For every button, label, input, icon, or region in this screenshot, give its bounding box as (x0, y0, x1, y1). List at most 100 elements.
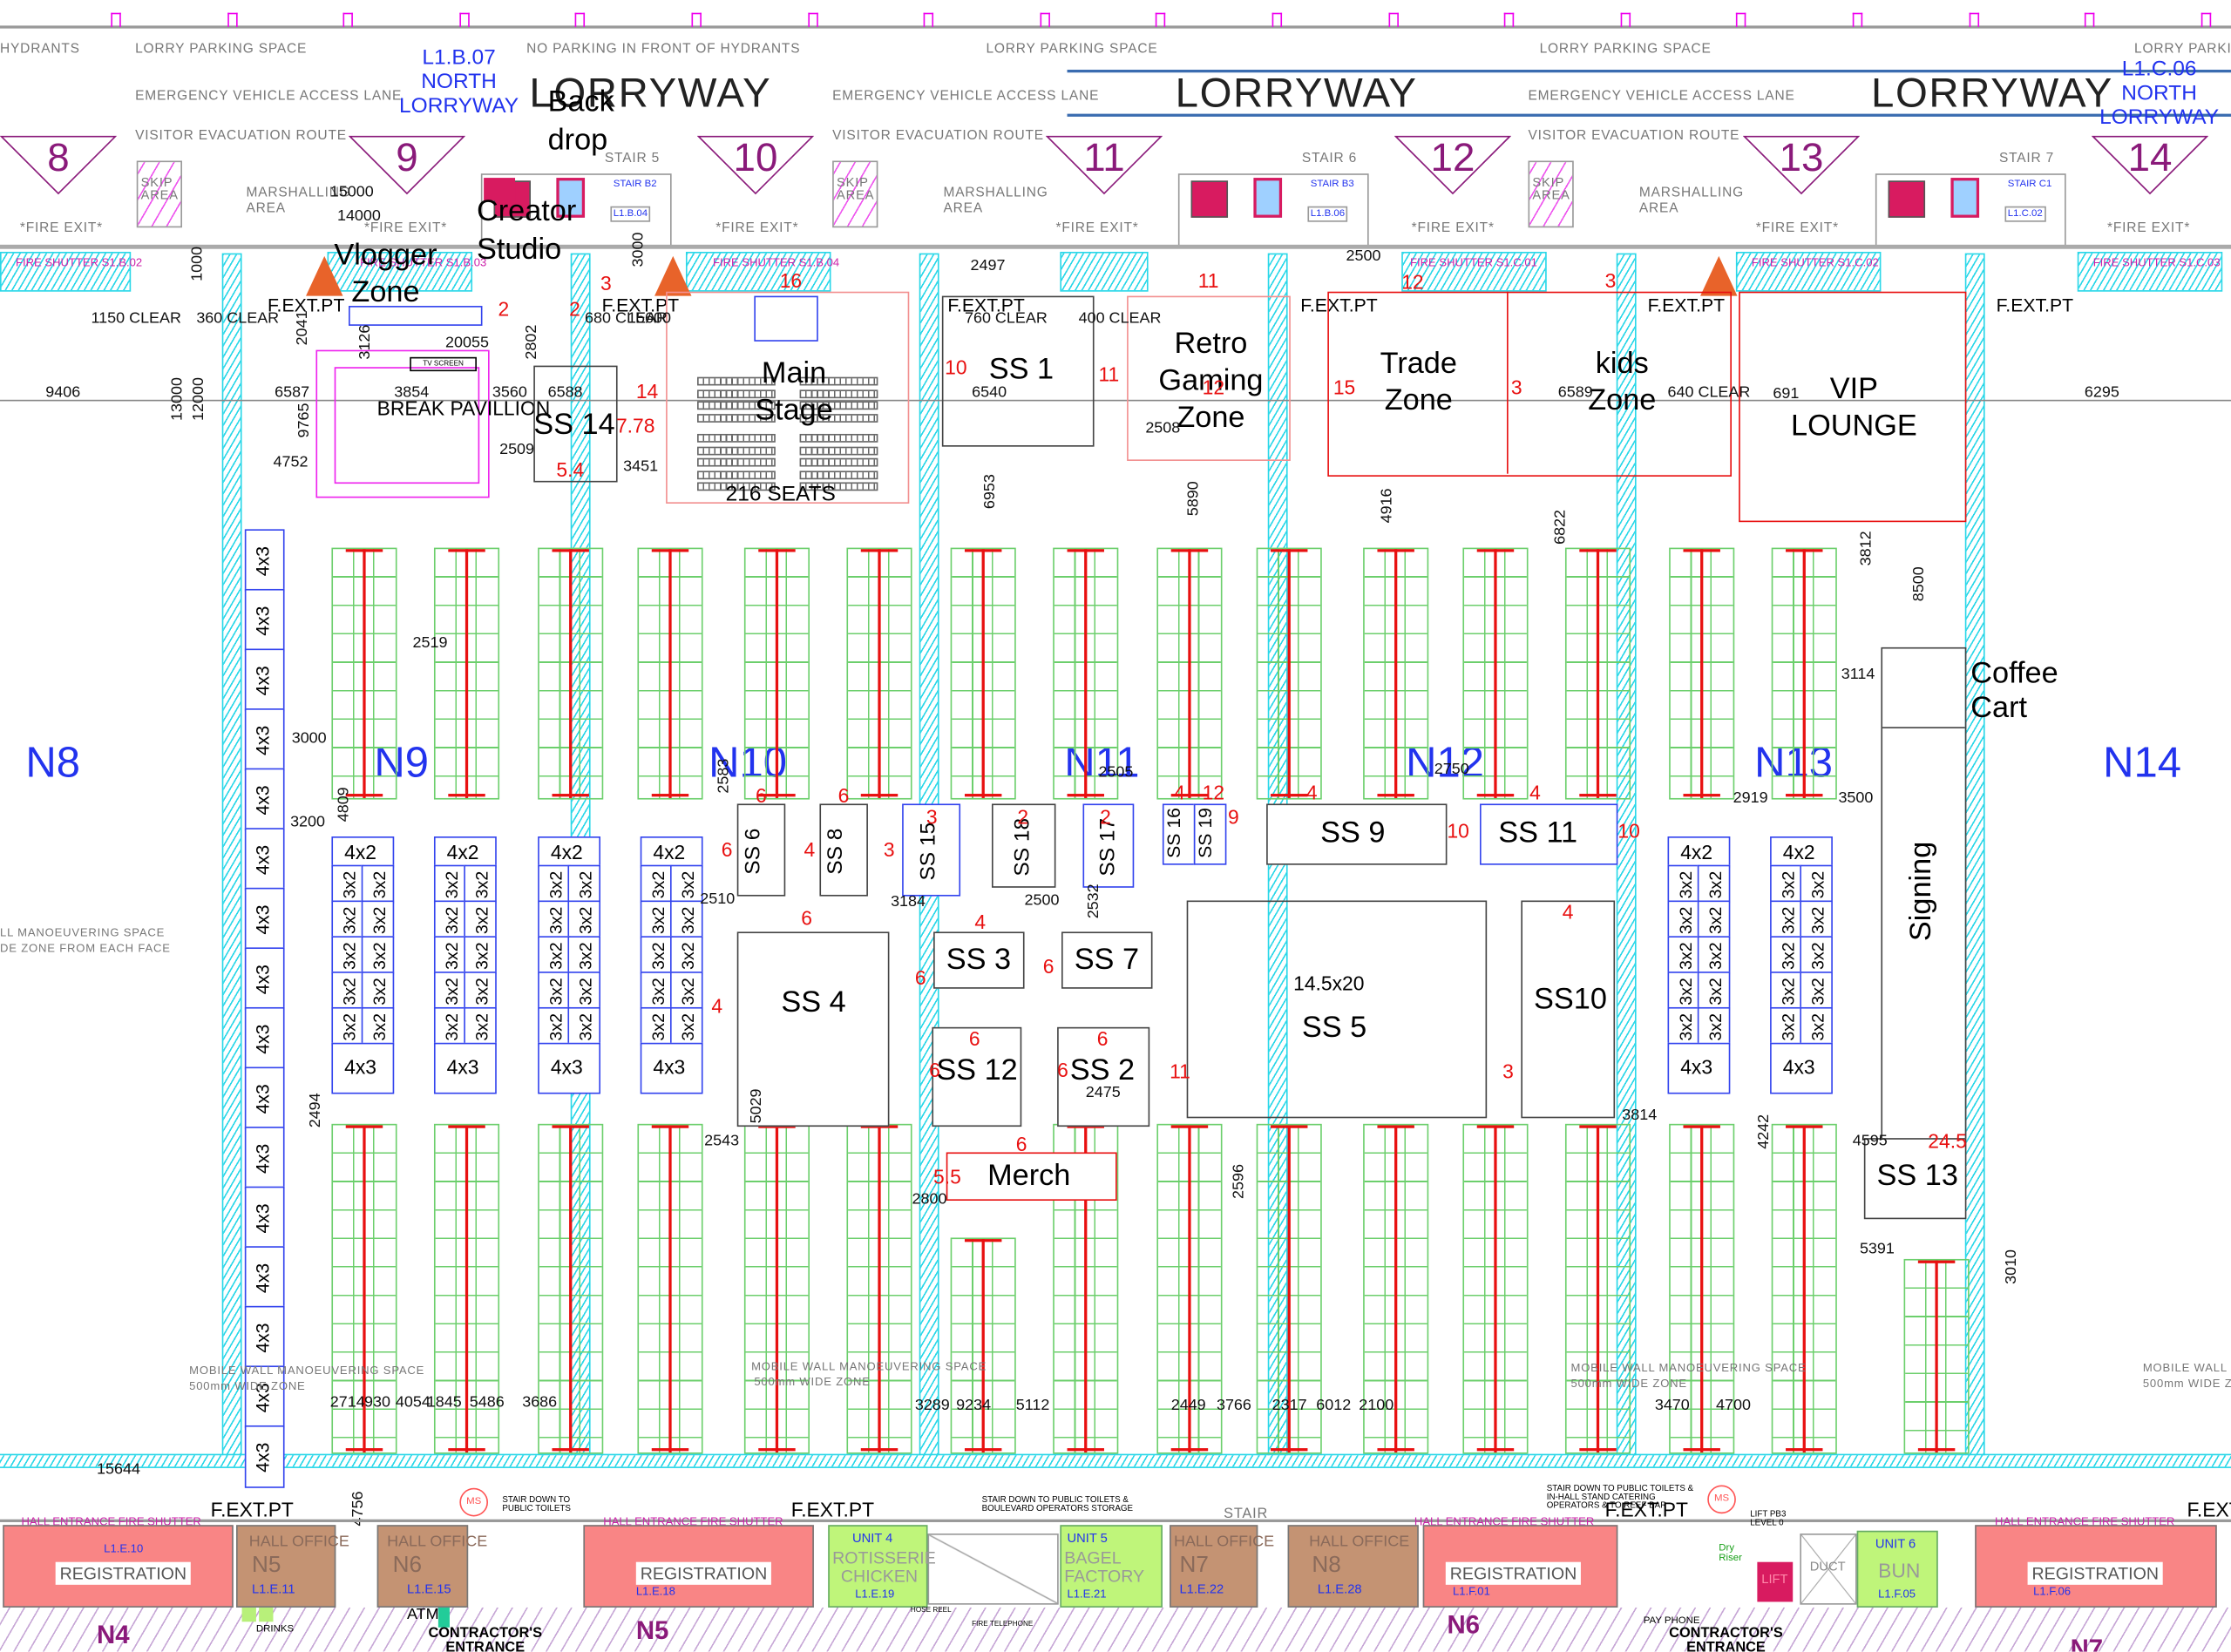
stand-3x2[interactable]: 3x2 (331, 1006, 364, 1046)
stand-3x2[interactable]: 3x2 (464, 864, 497, 904)
retro-gaming-zone[interactable]: Retro Gaming Zone (1127, 295, 1291, 461)
stall-block[interactable] (1903, 1258, 1970, 1454)
stand-3x2[interactable]: 3x2 (567, 1006, 600, 1046)
stand-3x2[interactable]: 3x2 (538, 864, 571, 904)
stall-block[interactable] (1363, 1123, 1429, 1454)
vip-lounge[interactable]: VIP LOUNGE (1739, 291, 1967, 523)
stand-ss13[interactable]: SS 13 (1863, 1138, 1967, 1220)
stand-4x3[interactable]: 4x3 (433, 1042, 497, 1094)
stand-3x2[interactable]: 3x2 (331, 864, 364, 904)
stand-3x2[interactable]: 3x2 (670, 936, 703, 975)
stall-block[interactable] (1669, 1123, 1735, 1454)
stand-ss6[interactable]: SS 6 (736, 803, 786, 897)
stall-block[interactable] (1771, 1123, 1837, 1454)
stand-3x2[interactable]: 3x2 (1697, 900, 1731, 939)
stall-block[interactable] (1771, 547, 1837, 800)
stand-3x2[interactable]: 3x2 (1770, 864, 1803, 904)
stand-3x2[interactable]: 3x2 (1667, 900, 1701, 939)
stand-3x2[interactable]: 3x2 (670, 900, 703, 939)
stall-block[interactable] (743, 1123, 810, 1454)
stand-3x2[interactable]: 3x2 (433, 972, 467, 1011)
stand-4x3[interactable]: 4x3 (244, 1127, 285, 1189)
stand-3x2[interactable]: 3x2 (1667, 1006, 1701, 1046)
stand-4x2[interactable]: 4x2 (433, 836, 497, 868)
stand-3x2[interactable]: 3x2 (1770, 972, 1803, 1011)
stand-ss7[interactable]: SS 7 (1061, 931, 1153, 989)
stall-block[interactable] (1256, 547, 1322, 800)
stall-block[interactable] (1669, 547, 1735, 800)
signing-area[interactable]: Signing (1881, 647, 1967, 1213)
stand-4x2[interactable]: 4x2 (1770, 836, 1833, 868)
stand-4x3[interactable]: 4x3 (244, 887, 285, 951)
stand-3x2[interactable]: 3x2 (331, 900, 364, 939)
stand-4x3[interactable]: 4x3 (1667, 1042, 1731, 1094)
stand-3x2[interactable]: 3x2 (433, 864, 467, 904)
stand-4x3[interactable]: 4x3 (1770, 1042, 1833, 1094)
stand-3x2[interactable]: 3x2 (640, 900, 674, 939)
stand-3x2[interactable]: 3x2 (1800, 900, 1833, 939)
stall-block[interactable] (1564, 547, 1631, 800)
stand-ss12[interactable]: SS 12 (932, 1026, 1022, 1127)
stand-3x2[interactable]: 3x2 (361, 864, 395, 904)
stall-block[interactable] (1462, 1123, 1529, 1454)
stand-3x2[interactable]: 3x2 (1697, 864, 1731, 904)
stand-3x2[interactable]: 3x2 (538, 972, 571, 1011)
stand-3x2[interactable]: 3x2 (433, 936, 467, 975)
stand-3x2[interactable]: 3x2 (433, 900, 467, 939)
stand-ss19[interactable]: SS 19 (1193, 803, 1227, 865)
stand-ss17[interactable]: SS 17 (1082, 803, 1135, 888)
stand-3x2[interactable]: 3x2 (567, 900, 600, 939)
stand-ss14[interactable]: SS 14 (533, 365, 618, 483)
stand-4x3[interactable]: 4x3 (640, 1042, 703, 1094)
merch-stand[interactable]: Merch (946, 1152, 1117, 1201)
stand-ss2[interactable]: SS 2 (1057, 1026, 1150, 1127)
stand-ss16[interactable]: SS 16 (1162, 803, 1196, 865)
stand-3x2[interactable]: 3x2 (538, 936, 571, 975)
stall-block[interactable] (433, 547, 500, 800)
stand-3x2[interactable]: 3x2 (567, 936, 600, 975)
stand-4x3[interactable]: 4x3 (244, 648, 285, 712)
stall-block[interactable] (950, 547, 1016, 800)
stand-4x3[interactable]: 4x3 (244, 529, 285, 592)
stand-4x3[interactable]: 4x3 (244, 1066, 285, 1130)
stand-3x2[interactable]: 3x2 (1667, 864, 1701, 904)
stall-block[interactable] (1156, 547, 1223, 800)
stand-3x2[interactable]: 3x2 (538, 900, 571, 939)
stand-3x2[interactable]: 3x2 (361, 900, 395, 939)
stand-ss15[interactable]: SS 15 (902, 803, 961, 897)
stall-block[interactable] (846, 1123, 912, 1454)
stand-3x2[interactable]: 3x2 (1667, 972, 1701, 1011)
stand-3x2[interactable]: 3x2 (361, 936, 395, 975)
stand-4x3[interactable]: 4x3 (244, 1305, 285, 1369)
stall-block[interactable] (1156, 1123, 1223, 1454)
stand-ss11[interactable]: SS 11 (1480, 803, 1618, 865)
stand-3x2[interactable]: 3x2 (464, 936, 497, 975)
stand-4x3[interactable]: 4x3 (331, 1042, 395, 1094)
stand-3x2[interactable]: 3x2 (464, 972, 497, 1011)
stand-3x2[interactable]: 3x2 (1770, 936, 1803, 975)
stand-ss4[interactable]: SS 4 (736, 931, 890, 1127)
stall-block[interactable] (1564, 1123, 1631, 1454)
stand-4x3[interactable]: 4x3 (244, 1425, 285, 1488)
stand-3x2[interactable]: 3x2 (1697, 1006, 1731, 1046)
stand-3x2[interactable]: 3x2 (433, 1006, 467, 1046)
stall-block[interactable] (1462, 547, 1529, 800)
stand-3x2[interactable]: 3x2 (1770, 1006, 1803, 1046)
stand-3x2[interactable]: 3x2 (538, 1006, 571, 1046)
stand-4x3[interactable]: 4x3 (244, 947, 285, 1011)
stand-4x3[interactable]: 4x3 (244, 1186, 285, 1249)
stand-ss8[interactable]: SS 8 (819, 803, 868, 897)
stand-3x2[interactable]: 3x2 (361, 972, 395, 1011)
stand-3x2[interactable]: 3x2 (567, 864, 600, 904)
stall-block[interactable] (433, 1123, 500, 1454)
stand-4x2[interactable]: 4x2 (640, 836, 703, 868)
stand-ss1[interactable]: SS 1 (941, 295, 1095, 447)
stand-3x2[interactable]: 3x2 (567, 972, 600, 1011)
stand-3x2[interactable]: 3x2 (640, 936, 674, 975)
